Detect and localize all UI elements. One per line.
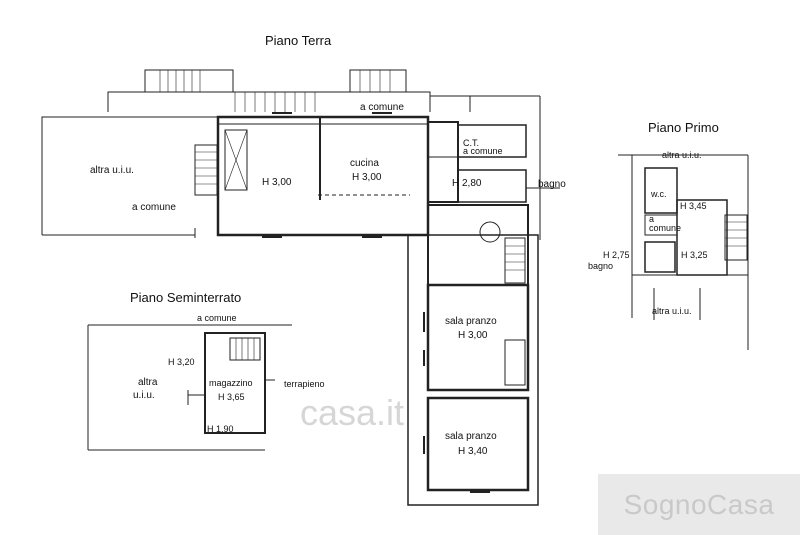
label-comune: comune — [649, 223, 681, 233]
label-h280: H 2,80 — [452, 178, 482, 189]
label-sala-pranzo-1-height: H 3,00 — [458, 330, 488, 341]
label-h345: H 3,45 — [680, 201, 707, 211]
brand-text: SognoCasa — [623, 488, 775, 520]
label-a-comune-left: a comune — [132, 202, 176, 213]
label-ct: C.T. — [463, 138, 479, 148]
brand-logo: SognoCasa — [598, 474, 800, 535]
label-h190: H 1,90 — [207, 424, 234, 434]
label-a-comune-top: a comune — [360, 102, 404, 113]
label-a-comune-basement: a comune — [197, 313, 237, 323]
label-altra-uiu-ground: altra u.i.u. — [90, 165, 134, 176]
label-h325: H 3,25 — [681, 250, 708, 260]
label-sala-pranzo-2: sala pranzo — [445, 431, 497, 442]
label-sala-pranzo-2-height: H 3,40 — [458, 446, 488, 457]
watermark-text: casa.it — [300, 392, 404, 433]
label-altra: altra — [138, 377, 158, 388]
label-uiu: u.i.u. — [133, 390, 155, 401]
label-altra-uiu-first-bottom: altra u.i.u. — [652, 306, 692, 316]
label-h320: H 3,20 — [168, 357, 195, 367]
label-terrapieno: terrapieno — [284, 379, 325, 389]
title-piano-seminterrato: Piano Seminterrato — [130, 290, 241, 305]
title-piano-terra: Piano Terra — [265, 33, 332, 48]
label-sala-pranzo-1: sala pranzo — [445, 316, 497, 327]
label-cucina-height: H 3,00 — [352, 172, 382, 183]
label-bagno-ground: bagno — [538, 179, 566, 190]
label-a: a — [649, 214, 654, 224]
label-h365: H 3,65 — [218, 392, 245, 402]
label-h275: H 2,75 — [603, 250, 630, 260]
label-room-height: H 3,00 — [262, 177, 292, 188]
label-altra-uiu-first-top: altra u.i.u. — [662, 150, 702, 160]
label-ct-comune: a comune — [463, 146, 503, 156]
label-cucina: cucina — [350, 158, 379, 169]
label-bagno-first: bagno — [588, 261, 613, 271]
title-piano-primo: Piano Primo — [648, 120, 719, 135]
label-wc: w.c. — [650, 189, 667, 199]
label-magazzino: magazzino — [209, 378, 253, 388]
